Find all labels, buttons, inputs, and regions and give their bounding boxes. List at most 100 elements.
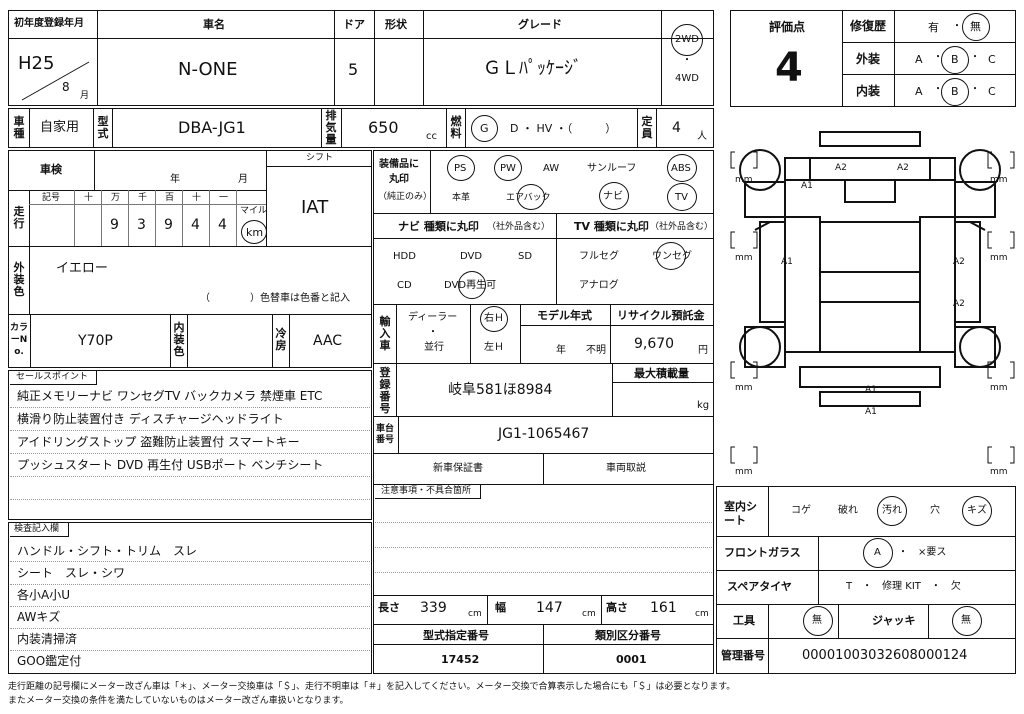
check-line-2: シート スレ・シワ — [17, 566, 126, 580]
drive-4wd: 4WD — [675, 73, 699, 84]
mgmt-label: 管理番号 — [721, 649, 765, 662]
equip-aw: AW — [543, 163, 560, 174]
shaken-month: 月 — [238, 174, 248, 185]
diagram-mark-4: A1 — [781, 257, 793, 267]
digit-h-2: 万 — [111, 193, 121, 203]
sales-box — [8, 370, 372, 520]
yen-unit: 円 — [698, 345, 708, 356]
odo-digit-1: 9 — [110, 217, 119, 233]
equip-pw: PW — [500, 163, 516, 174]
circle-fuel-g — [471, 115, 498, 142]
navi-hdd: HDD — [393, 251, 416, 262]
drive-dot: ・ — [682, 55, 692, 66]
shift-label: シフト — [306, 153, 334, 163]
doors-label: ドア — [343, 18, 365, 31]
check-line-5: 内装清掃済 — [17, 632, 78, 646]
equipment-box — [373, 150, 714, 214]
ext-dot1: ・ — [933, 52, 943, 63]
import-parallel: 並行 — [424, 342, 444, 353]
circle-km — [241, 220, 267, 244]
first-reg-label: 初年度登録年月 — [14, 18, 84, 29]
car-name-value: N-ONE — [178, 59, 238, 80]
check-line-6: GOO鑑定付 — [17, 654, 82, 668]
digit-h-4: 百 — [165, 193, 175, 203]
digit-h-3: 千 — [138, 193, 148, 203]
length-value: 339 — [420, 600, 447, 616]
import-dot: ・ — [428, 327, 438, 338]
recycle-label: リサイクル預託金 — [617, 309, 705, 322]
check-line-4: AWキズ — [17, 610, 61, 624]
mm-6: mm — [990, 383, 1008, 393]
diagram-mark-8: A1 — [865, 407, 877, 417]
glass-a: A — [874, 547, 881, 558]
exterior-color-value: イエロー — [56, 261, 108, 276]
repair-label: 修復歴 — [850, 19, 887, 33]
month-unit: 月 — [80, 91, 90, 101]
type-label: 車種 — [13, 115, 25, 140]
jack-value: 無 — [961, 615, 971, 626]
ext-dot2: ・ — [970, 52, 980, 63]
navi-sd: SD — [518, 251, 533, 262]
tv-analog: アナログ — [579, 280, 619, 291]
equip-label-3: （純正のみ） — [378, 192, 433, 202]
width-label: 幅 — [495, 601, 506, 614]
height-value: 161 — [650, 600, 677, 616]
int-b: B — [951, 85, 959, 98]
mm-2: mm — [990, 175, 1008, 185]
tool-label: 工具 — [733, 614, 755, 627]
mm-7: mm — [735, 467, 753, 477]
car-name-label: 車名 — [203, 18, 225, 31]
mm-1: mm — [735, 175, 753, 185]
cc-unit: cc — [426, 131, 437, 142]
height-label: 高さ — [606, 601, 628, 614]
import-left: 左Ｈ — [484, 342, 504, 353]
shaken-label: 車検 — [40, 163, 62, 176]
diagonal-slash — [21, 61, 90, 101]
circle-pw — [494, 155, 522, 181]
glass-rest: ・ ×要ス — [898, 547, 947, 558]
ext-b: B — [951, 53, 959, 66]
usage-value: 自家用 — [40, 120, 80, 135]
score-value: 4 — [775, 45, 803, 91]
digit-h-0: 記号 — [42, 193, 61, 203]
era-value: H25 — [18, 53, 55, 74]
int-dot2: ・ — [970, 84, 980, 95]
import-right: 右Ｈ — [484, 313, 504, 324]
check-box — [8, 522, 372, 674]
circle-abs — [667, 154, 697, 182]
shape-label: 形状 — [385, 18, 407, 31]
max-load-label: 最大積載量 — [634, 367, 689, 380]
odo-digit-2: 3 — [137, 217, 146, 233]
circle-ps — [447, 155, 475, 181]
displacement-value: 650 — [368, 118, 399, 137]
diagram-mark-3: A1 — [801, 181, 813, 191]
mm-5: mm — [735, 383, 753, 393]
room-yogore: 汚れ — [882, 505, 902, 516]
car-diagram: A2 A2 A1 A1 A2 A2 A1 A1 mm mm mm mm mm m… — [730, 131, 1015, 477]
header-box — [8, 10, 714, 106]
ext-a: A — [915, 53, 923, 66]
score-label: 評価点 — [769, 20, 806, 34]
equip-navi: ナビ — [603, 191, 623, 202]
row2-box — [8, 108, 714, 148]
reg-label: 登録番号 — [379, 366, 391, 415]
odo-label: 走行 — [13, 205, 25, 230]
model-label: 型式 — [97, 115, 109, 140]
int-c: C — [988, 85, 996, 98]
footer-line-1: 走行距離の記号欄にメーター改ざん車は「＊」、メーター交換車は「＄」、走行不明車は… — [8, 682, 736, 692]
circle-airbag — [517, 184, 545, 210]
footer-line-2: またメーター交換の条件を満たしていないものはメーター改ざん車扱いとなります。 — [8, 696, 349, 706]
spare-label: スペアタイヤ — [727, 580, 792, 593]
rating-box — [730, 10, 1016, 107]
navi-label: ナビ 種類に丸印 — [398, 220, 479, 233]
grade-value: ＧＬﾊﾟｯｹｰｼﾞ — [483, 58, 582, 79]
glass-label: フロントガラス — [724, 546, 801, 559]
model-value: DBA-JG1 — [178, 118, 246, 137]
circle-int-b — [941, 78, 969, 106]
width-value: 147 — [536, 600, 563, 616]
model-year-year: 年 — [556, 345, 566, 356]
navi-dvd-play: DVD再生可 — [444, 280, 497, 291]
color-change-note: （ ）色替車は色番と記入 — [200, 293, 350, 304]
type-designation-value: 17452 — [441, 653, 480, 666]
circle-yogore — [877, 496, 907, 526]
